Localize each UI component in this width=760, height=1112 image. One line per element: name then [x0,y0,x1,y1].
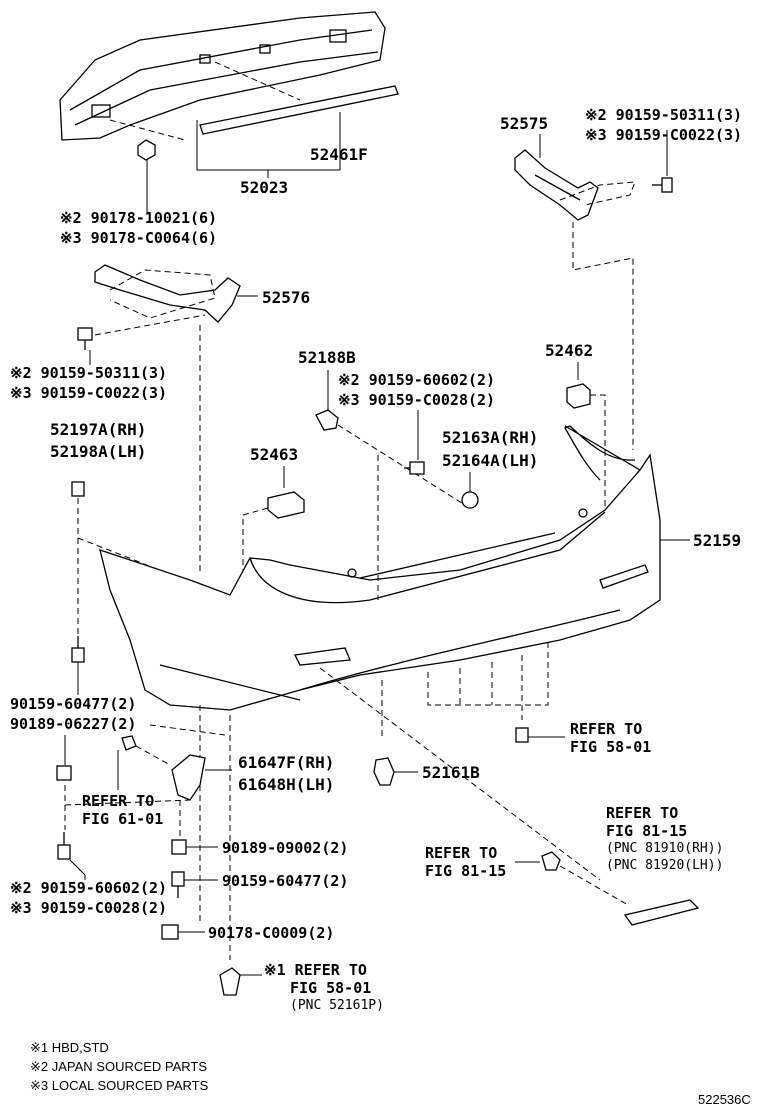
refer-61-01-line1: REFER TO [82,792,154,810]
clip-icon [121,735,137,751]
part-90159-60477-b: 90159-60477(2) [222,872,348,890]
part-90189-06227: 90189-06227(2) [10,715,136,733]
pad-52463 [267,491,305,519]
part-90178-c0064: ※3 90178-C0064(6) [60,229,217,247]
legend-note-2: ※2 JAPAN SOURCED PARTS [30,1059,207,1074]
part-52463: 52463 [250,445,298,464]
refer-58-01-b-line1: ※1 REFER TO [264,961,367,979]
bolt-icon [171,871,185,898]
part-52164a: 52164A(LH) [442,451,538,470]
legend: ※1 HBD,STD ※2 JAPAN SOURCED PARTS ※3 LOC… [30,1040,209,1093]
part-52576: 52576 [262,288,310,307]
clip-icon [71,481,85,497]
legend-note-3: ※3 LOCAL SOURCED PARTS [30,1078,209,1093]
pnc-52161p: (PNC 52161P) [290,998,384,1013]
part-90159-c0028-mid: ※3 90159-C0028(2) [338,391,495,409]
nut-icon [161,924,179,940]
bolt-icon [652,177,673,193]
clip-52161b [373,757,395,786]
part-52023: 52023 [240,178,288,197]
reflector [623,899,700,926]
part-61648h: 61648H(LH) [238,775,334,794]
bolt-icon [515,727,529,743]
part-52163a: 52163A(RH) [442,428,538,447]
part-90178-c0009: 90178-C0009(2) [208,924,334,942]
pnc-81920: (PNC 81920(LH)) [606,858,723,873]
side-bracket-61647f [171,754,206,801]
nut-icon [171,839,187,855]
part-90159-60602-bot: ※2 90159-60602(2) [10,879,167,897]
clip-icon [219,967,241,996]
part-90159-c0022-left: ※3 90159-C0022(3) [10,384,167,402]
part-52159: 52159 [693,531,741,550]
part-52197a: 52197A(RH) [50,420,146,439]
part-52461f: 52461F [310,145,368,164]
part-52188b: 52188B [298,348,356,367]
part-52198a: 52198A(LH) [50,442,146,461]
refer-58-01-a-line2: FIG 58-01 [570,738,651,756]
right-bracket-52575 [514,149,599,221]
left-bracket-52576 [94,264,241,323]
refer-58-01-a-line1: REFER TO [570,720,642,738]
refer-81-15-l-line1: REFER TO [425,844,497,862]
part-90159-50311-left: ※2 90159-50311(3) [10,364,167,382]
part-52575: 52575 [500,114,548,133]
part-90159-60477-a: 90159-60477(2) [10,695,136,713]
part-52161b: 52161B [422,763,480,782]
refer-61-01-line2: FIG 61-01 [82,810,163,828]
diagram-id: 522536C [698,1092,751,1107]
bolt-icon [71,636,85,663]
part-90189-09002: 90189-09002(2) [222,839,348,857]
part-90178-10021: ※2 90178-10021(6) [60,209,217,227]
part-61647f: 61647F(RH) [238,753,334,772]
refer-81-15-r-line1: REFER TO [606,804,678,822]
bolt-icon [404,461,425,475]
bolt-icon [57,832,71,860]
pad-52462 [566,383,591,409]
bumper-absorber-strip [199,85,399,135]
part-90159-50311-top: ※2 90159-50311(3) [585,106,742,124]
bolt-icon [77,327,93,350]
clip-icon [315,409,339,431]
bumper-reinforcement [59,11,386,141]
refer-58-01-b-line2: FIG 58-01 [290,979,371,997]
cap-icon [461,491,479,509]
part-52462: 52462 [545,341,593,360]
part-90159-c0022-top: ※3 90159-C0022(3) [585,126,742,144]
nut-icon [56,765,72,781]
part-90159-c0028-bot: ※3 90159-C0028(2) [10,899,167,917]
nut-icon [137,139,156,161]
bumper-cover-52159 [99,425,661,711]
refer-81-15-r-line2: FIG 81-15 [606,822,687,840]
part-90159-60602-mid: ※2 90159-60602(2) [338,371,495,389]
refer-81-15-l-line2: FIG 81-15 [425,862,506,880]
legend-note-1: ※1 HBD,STD [30,1040,109,1055]
pnc-81910: (PNC 81910(RH)) [606,841,723,856]
nut-icon [541,851,561,871]
